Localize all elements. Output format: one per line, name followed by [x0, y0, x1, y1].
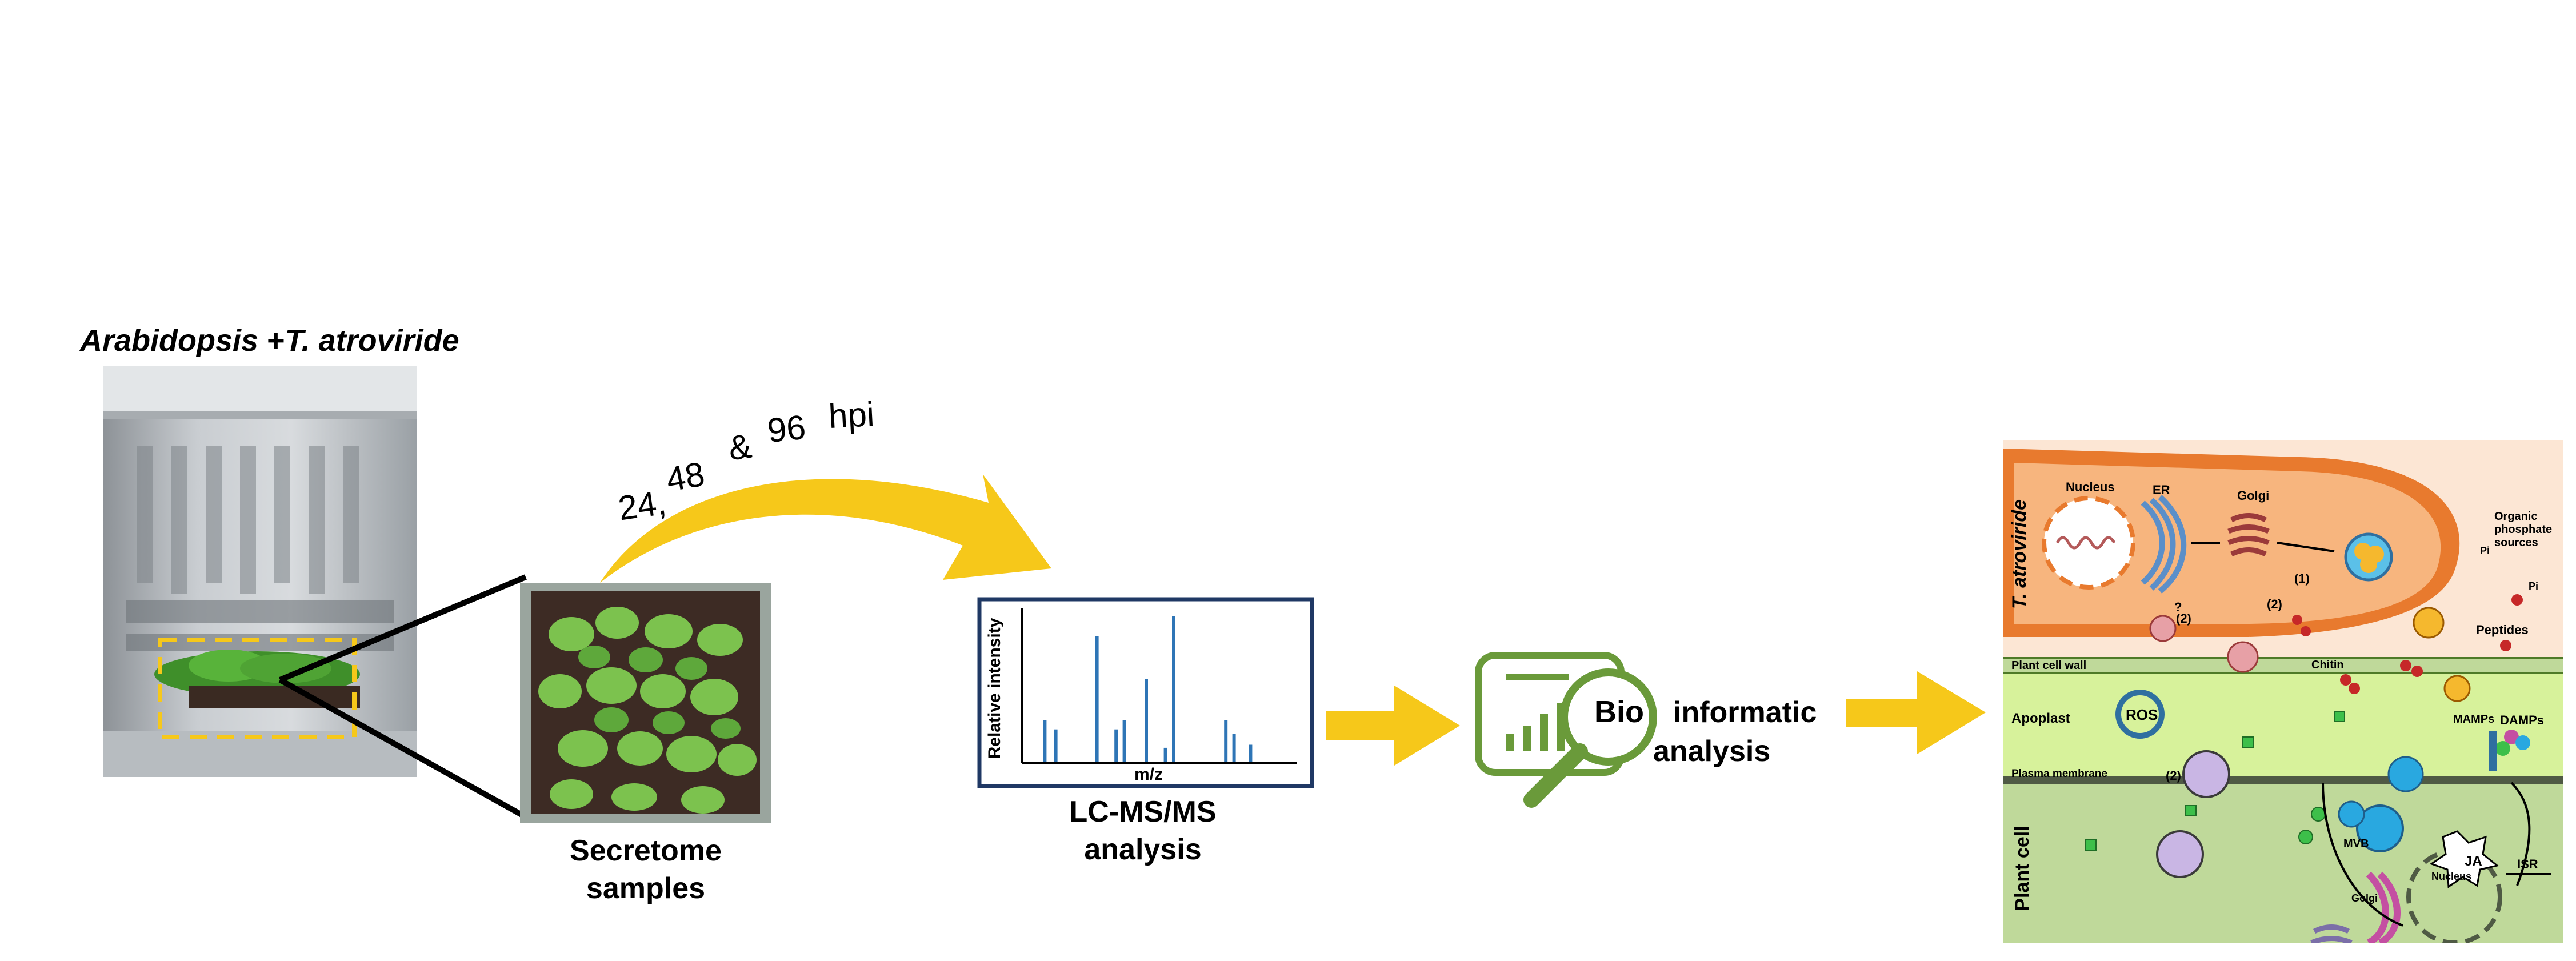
secretome-caption: Secretome samples [537, 832, 754, 907]
y-axis-label: Relative intensity [985, 618, 1004, 759]
secretome-line1: Secretome [570, 834, 722, 867]
label-fungus: T. atroviride [2009, 499, 2030, 609]
ros-cycle-icon [2115, 690, 2165, 739]
label-question: ? [2174, 600, 2182, 614]
label-mamps: MAMPs [2453, 713, 2494, 726]
curved-arrow [600, 474, 1051, 583]
spectrum-peak [1249, 744, 1253, 762]
label-er: ER [2153, 483, 2170, 497]
label-apoplast: Apoplast [2011, 711, 2070, 726]
mvb [2356, 804, 2404, 852]
label-peptides: Peptides [2476, 623, 2529, 637]
spectrum-peak [1114, 729, 1118, 762]
spectrum-peak [1145, 679, 1148, 762]
lcms-caption: LC-MS/MS analysis [1029, 793, 1257, 868]
hypha-cytoplasm [2014, 463, 2441, 624]
spectrum-peak [1232, 734, 1236, 762]
label-golgi-bottom: Golgi [2351, 892, 2378, 904]
secretome-photo [520, 583, 771, 823]
label-golgi-top: Golgi [2237, 488, 2269, 503]
spectrum-peak [1163, 747, 1167, 762]
mass-spectrum-chart: Relative intensity m/z [977, 597, 1314, 788]
spectrum-peak [1122, 720, 1126, 762]
plant-cell-wall [2003, 657, 2563, 674]
lcms-line1: LC-MS/MS [1069, 795, 1217, 828]
spectrum-peak [1054, 729, 1058, 762]
spectrum-peak [1224, 720, 1228, 762]
label-plant-cell-wall: Plant cell wall [2011, 659, 2086, 672]
apoplast-region [2003, 674, 2563, 777]
zoom-lines [278, 574, 527, 820]
label-damps: DAMPs [2500, 713, 2544, 727]
informatic-label: informatic [1673, 696, 1817, 729]
magnifier-chart-icon [1475, 652, 1657, 808]
label-chitin: Chitin [2311, 659, 2344, 671]
title-trichoderma: T. atroviride [285, 323, 459, 358]
label-plasma-membrane: Plasma membrane [2011, 768, 2107, 780]
label-step1: (1) [2294, 571, 2310, 586]
label-24: 24, [615, 483, 669, 528]
fungal-er [2141, 495, 2187, 594]
fungal-nucleus [2042, 496, 2135, 590]
x-axis-label: m/z [1134, 765, 1163, 784]
lcms-line2: analysis [1084, 833, 1202, 866]
label-pi1: Pi [2480, 545, 2490, 556]
label-step2b: (2) [2267, 597, 2282, 611]
label-nucleus-top: Nucleus [2066, 480, 2115, 494]
label-ros: ROS [2126, 706, 2158, 723]
ja-burst [2429, 830, 2499, 888]
spectrum-peak [1095, 636, 1099, 762]
arrow-to-bioinfo [1326, 686, 1460, 766]
label-pi2: Pi [2529, 580, 2538, 592]
spectrum-peak [1172, 616, 1175, 762]
plant-vesicle [2182, 750, 2230, 798]
label-isr: ISR [2517, 857, 2538, 871]
title-arabidopsis: Arabidopsis [80, 323, 259, 358]
label-organic2: phosphate [2494, 523, 2552, 536]
label-nucleus-bottom: Nucleus [2431, 871, 2471, 882]
label-mvb: MVB [2343, 838, 2369, 850]
title-plus: + [267, 323, 285, 358]
label-step2c: (2) [2166, 768, 2181, 783]
fungal-golgi [2227, 513, 2270, 557]
spectrum-peak [1043, 720, 1047, 762]
interaction-model-figure: T. atroviride Nucleus ER Golgi (1) (2) (… [2003, 440, 2563, 943]
label-48: 48 [663, 454, 708, 499]
label-hpi: hpi [827, 394, 875, 436]
label-organic1: Organic [2494, 510, 2538, 523]
plant-golgi [2310, 924, 2353, 943]
bio-label: Bio [1594, 695, 1644, 729]
label-96: 96 [765, 407, 808, 450]
arrow-to-model [1846, 671, 1986, 754]
label-step2a: (2) [2176, 611, 2191, 626]
label-organic3: sources [2494, 536, 2538, 549]
label-ja: JA [2465, 854, 2482, 869]
growth-box-photo [103, 366, 417, 777]
label-plant-cell: Plant cell [2011, 826, 2033, 911]
panel-title: Arabidopsis +T. atroviride [80, 323, 459, 358]
secretome-line2: samples [586, 872, 706, 905]
analysis-label: analysis [1653, 735, 1771, 768]
